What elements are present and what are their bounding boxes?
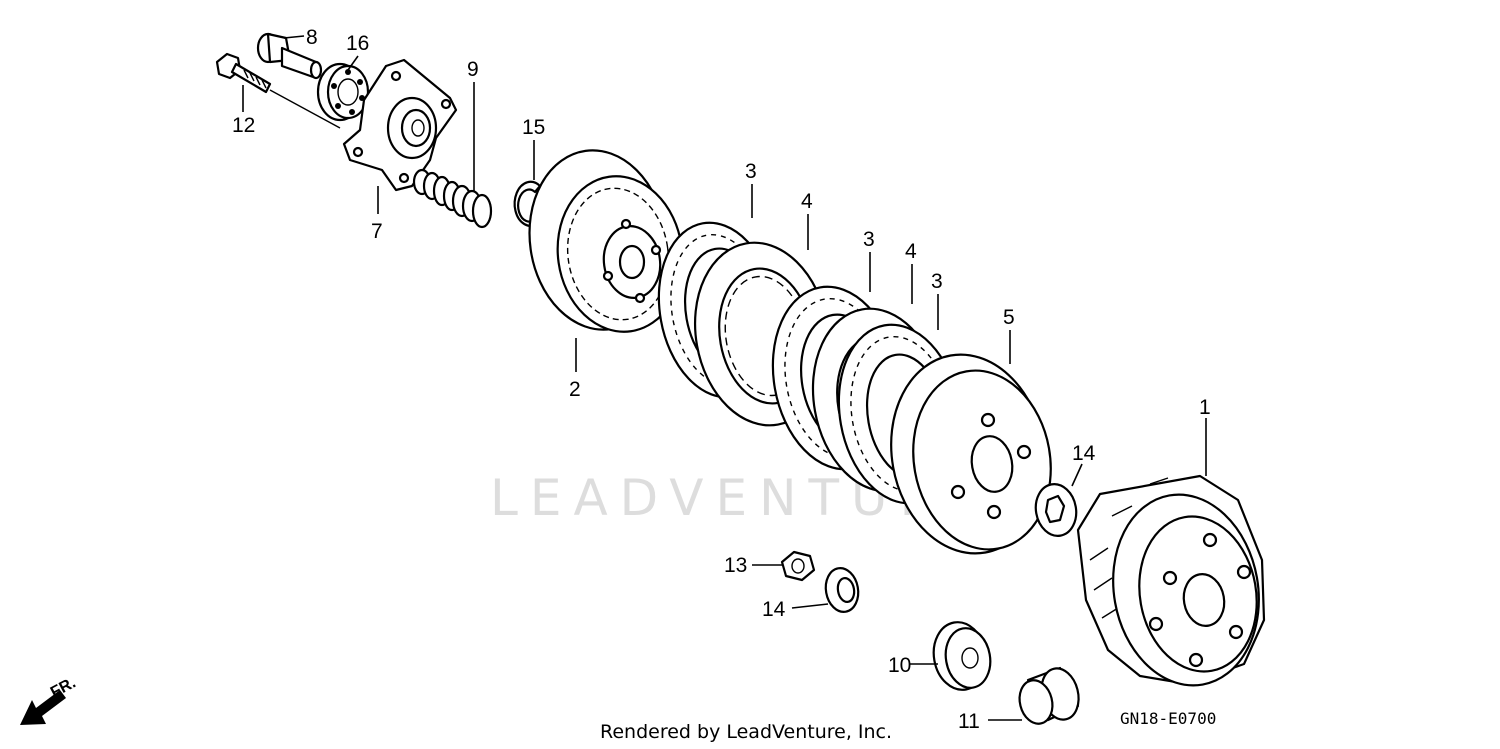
callout-15[interactable]: 15 bbox=[522, 116, 545, 139]
callout-12[interactable]: 13 bbox=[724, 554, 747, 577]
diagram-code: GN18-E0700 bbox=[1120, 709, 1216, 728]
part-11-bolt[interactable] bbox=[215, 52, 341, 129]
callout-3-c[interactable]: 3 bbox=[931, 270, 943, 293]
part-12-nut[interactable] bbox=[780, 550, 816, 582]
callout-10[interactable]: 11 bbox=[958, 710, 980, 733]
footer-credit: Rendered by LeadVenture, Inc. bbox=[600, 721, 892, 743]
part-8-clutch-spring[interactable] bbox=[412, 168, 493, 229]
callout-3-a[interactable]: 3 bbox=[745, 160, 757, 183]
callout-2[interactable]: 2 bbox=[569, 378, 581, 401]
callout-13[interactable]: 14 bbox=[762, 598, 786, 621]
part-14-lock-washer[interactable] bbox=[1032, 481, 1080, 539]
callout-8[interactable]: 9 bbox=[467, 58, 479, 81]
callout-3-b[interactable]: 3 bbox=[863, 228, 875, 251]
callout-4-a[interactable]: 4 bbox=[801, 190, 813, 213]
callouts: 8 16 12 9 15 7 2 3 4 3 4 3 5 1 14 13 14 … bbox=[232, 26, 1211, 733]
part-2-clutch-center[interactable] bbox=[518, 141, 692, 339]
callout-16[interactable]: 16 bbox=[346, 32, 369, 55]
part-5-pressure-plate[interactable] bbox=[876, 342, 1065, 565]
part-1-clutch-outer[interactable] bbox=[1076, 474, 1274, 697]
callout-4-b[interactable]: 4 bbox=[905, 240, 917, 263]
callout-5[interactable]: 5 bbox=[1003, 306, 1015, 329]
callout-14[interactable]: 14 bbox=[1072, 442, 1096, 465]
callout-1[interactable]: 1 bbox=[1199, 396, 1211, 419]
callout-6[interactable]: 7 bbox=[371, 220, 383, 243]
part-13-washer[interactable] bbox=[822, 566, 861, 615]
leader-lines bbox=[242, 35, 1207, 721]
part-10-collar[interactable] bbox=[1015, 664, 1084, 727]
part-9-primary-drive-gear[interactable] bbox=[928, 618, 994, 694]
part-16-bearing[interactable] bbox=[316, 62, 370, 122]
part-7-lifter-pin[interactable] bbox=[256, 32, 323, 80]
part-6-lifter-plate[interactable] bbox=[342, 58, 458, 192]
front-direction-arrow: FR. bbox=[20, 674, 79, 725]
callout-7[interactable]: 8 bbox=[306, 26, 318, 49]
callout-9[interactable]: 10 bbox=[888, 654, 911, 677]
callout-11[interactable]: 12 bbox=[232, 114, 255, 137]
